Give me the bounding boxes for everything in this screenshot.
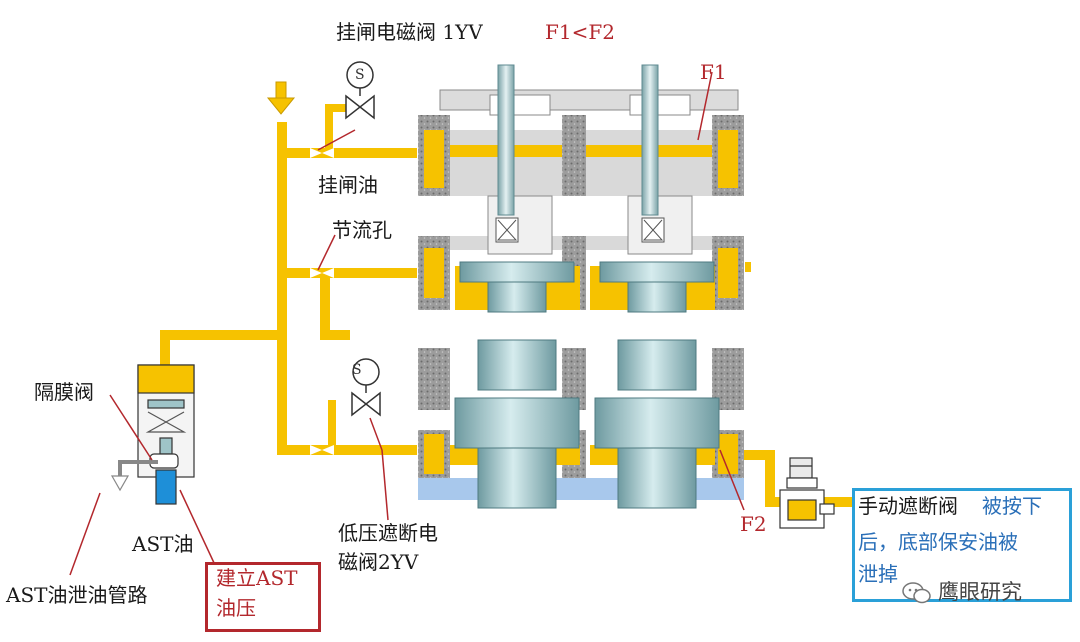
build-ast-box — [205, 562, 321, 632]
build-ast-label-2: 油压 — [216, 596, 256, 620]
manual-note-line-1: 被按下 — [982, 494, 1042, 518]
diaphragm-valve-label: 隔膜阀 — [34, 380, 94, 404]
lp-solenoid-label-1: 低压遮断电 — [338, 521, 438, 545]
force-compare-label: F1<F2 — [545, 20, 615, 44]
f2-label: F2 — [740, 512, 767, 536]
f1-label: F1 — [700, 60, 727, 84]
leader-lines — [69, 71, 745, 576]
solenoid-valve-icon — [351, 358, 381, 417]
wechat-icon — [902, 582, 932, 604]
solenoid-valve-icon — [345, 61, 375, 120]
build-ast-label-1: 建立AST — [216, 566, 298, 590]
ast-oil-label: AST油 — [132, 532, 194, 556]
trip-oil-label: 挂闸油 — [318, 173, 378, 197]
solenoid-s-1yv: S — [355, 67, 365, 83]
ast-drain-line-label: AST油泄油管路 — [6, 583, 148, 607]
manual-valve-note-box — [852, 488, 1072, 602]
manual-valve-label: 手动遮断阀 — [858, 494, 958, 518]
manual-trip-valve — [779, 457, 835, 529]
watermark-text: 鹰眼研究 — [938, 580, 1022, 604]
trip-solenoid-label: 挂闸电磁阀 1YV — [336, 20, 483, 44]
manual-note-line-2: 后，底部保安油被 — [858, 530, 1018, 554]
diaphragm-valve-body — [110, 364, 195, 505]
lp-solenoid-label-2: 磁阀2YV — [338, 550, 419, 574]
solenoid-s-2yv: S — [352, 362, 362, 378]
orifice-label: 节流孔 — [332, 218, 392, 242]
valve-block — [418, 64, 744, 509]
orifice-marks — [310, 148, 334, 455]
manual-note-line-3: 泄掉 — [858, 562, 898, 586]
down-arrow-icon — [266, 81, 296, 115]
